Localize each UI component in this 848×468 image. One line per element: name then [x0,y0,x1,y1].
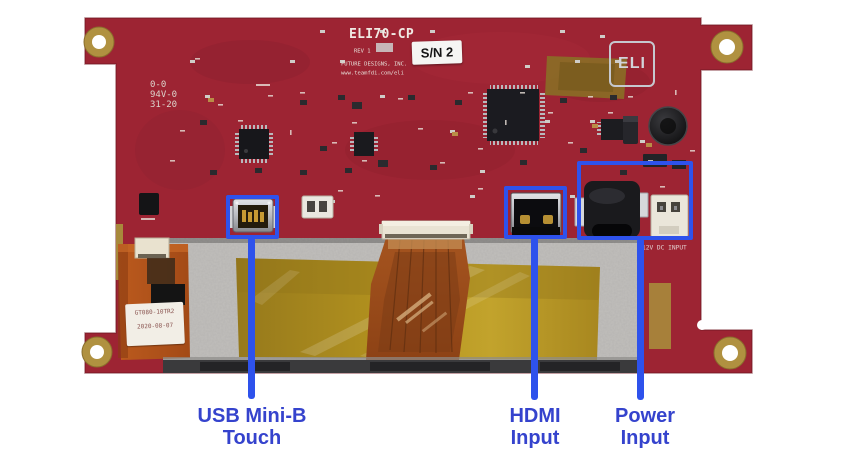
mounting-hole-top-right [710,30,744,64]
mounting-hole-top-left [83,26,115,58]
serial-number-text: S/N 2 [420,44,454,61]
usb-mini-b-connector [227,198,278,233]
ic-soic-left [350,132,378,156]
mounting-hole-bottom-left [81,336,113,368]
website-silkscreen: www.teamfdi.com/eli [341,69,404,76]
hdmi-callout-line [531,237,538,400]
flex-sticker-part-number: GT080-10TR2 [134,308,175,317]
power-callout-line [637,238,644,400]
led-power-header [301,195,334,219]
board-rev-silkscreen: REV 1 [354,47,371,54]
power-label: Power Input [614,405,676,449]
smd-components [170,30,695,203]
ic-touch-controller [235,125,273,163]
usb-callout-line [248,237,255,399]
power-inductor [648,106,688,146]
serial-number-sticker: S/N 2 [411,40,463,65]
main-flex-cable [366,238,470,360]
power-input-silkscreen: 12V DC INPUT [642,244,687,252]
rev-fill-box [376,43,393,52]
mounting-hole-bottom-right [713,336,747,370]
board-model-silkscreen: ELI70-CP [349,27,415,42]
power-annotation-box [577,161,693,240]
ffc-connector [379,220,473,240]
display-assembly [118,237,640,373]
usb-annotation-box [226,195,279,239]
flex-sticker-date: 2020-08-07 [136,322,174,331]
hdmi-annotation-box [504,186,567,239]
kapton-patch [545,56,627,99]
flammability-marking: 0-0 94V-0 31-20 [150,80,178,110]
power-header [650,194,689,238]
eli-logo: ELI [609,41,655,87]
ic-main-controller [483,85,545,145]
hdmi-label: HDMI Input [509,405,561,449]
touch-flex-sticker: GT080-10TR2 2020-08-07 [125,301,185,347]
usb-label: USB Mini-B Touch [197,405,307,449]
manufacturer-silkscreen: FUTURE DESIGNS, INC. [341,60,408,67]
eli-logo-text: ELI [618,55,646,72]
hdmi-connector [510,192,562,235]
